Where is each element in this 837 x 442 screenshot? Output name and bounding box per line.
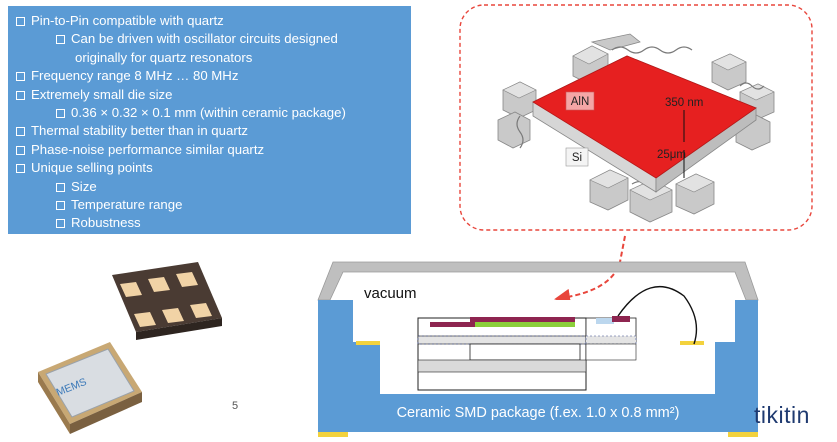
bullet-text: Pin-to-Pin compatible with quartz	[31, 13, 224, 28]
smd-chip-front: MEMS	[38, 342, 142, 434]
aln-thickness: 350 nm	[665, 97, 703, 109]
bullet-text: Extremely small die size	[31, 86, 173, 102]
bullet-text: Unique selling points	[31, 160, 153, 176]
bullet-line: Extremely small die size	[16, 86, 405, 104]
company-logo: tikitin	[754, 402, 810, 428]
bullet-line: Unique selling points	[16, 159, 405, 177]
si-thickness: 25μm	[657, 149, 686, 161]
bullet-line: Robustness	[16, 214, 405, 232]
checkbox-bullet-icon	[56, 182, 65, 192]
si-label: Si	[572, 152, 582, 164]
checkbox-bullet-icon	[56, 109, 65, 119]
bullet-text: Can be driven with oscillator circuits d…	[71, 31, 338, 47]
checkbox-bullet-icon	[16, 145, 25, 155]
aln-layer	[532, 55, 757, 179]
bullet-line: originally for quartz resonators	[16, 49, 405, 67]
vacuum-label: vacuum	[364, 285, 417, 302]
bullet-line: Thermal stability better than in quartz	[16, 122, 405, 140]
bullet-text: Robustness	[71, 215, 141, 231]
bullet-text: originally for quartz resonators	[75, 49, 253, 65]
checkbox-bullet-icon	[16, 17, 25, 26]
smd-chip-back	[112, 262, 222, 340]
checkbox-bullet-icon	[56, 201, 65, 211]
bullet-line: Can be driven with oscillator circuits d…	[16, 30, 405, 48]
checkbox-bullet-icon	[16, 164, 25, 174]
page-number: 5	[232, 400, 239, 412]
resonator-die: AlN Si 350 nm 25μm	[497, 33, 775, 223]
bullet-text: Frequency range 8 MHz … 80 MHz	[31, 68, 239, 84]
ceramic-package: vacuum Ceramic SMD package (f.ex. 1.0 x …	[317, 261, 759, 437]
bullet-line: Phase-noise performance similar quartz	[16, 141, 405, 159]
checkbox-bullet-icon	[16, 72, 25, 82]
package-caption: Ceramic SMD package (f.ex. 1.0 x 0.8 mm²…	[397, 405, 680, 421]
checkbox-bullet-icon	[16, 127, 25, 137]
bullet-text: Thermal stability better than in quartz	[31, 123, 248, 139]
checkbox-bullet-icon	[56, 35, 65, 45]
bullet-line: Pin-to-Pin compatible with quartz	[16, 12, 405, 30]
bullet-line: Frequency range 8 MHz … 80 MHz	[16, 67, 405, 85]
aln-label: AlN	[571, 96, 590, 108]
checkbox-bullet-icon	[16, 90, 25, 100]
bullet-text: Temperature range	[71, 197, 183, 213]
bullet-text: 0.36 × 0.32 × 0.1 mm (within ceramic pac…	[71, 105, 346, 121]
resonator-frame	[459, 4, 813, 231]
bullet-line: Temperature range	[16, 196, 405, 214]
bullet-line: 0.36 × 0.32 × 0.1 mm (within ceramic pac…	[16, 104, 405, 122]
bullet-line: Size	[16, 178, 405, 196]
bullet-text: Phase-noise performance similar quartz	[31, 141, 265, 157]
checkbox-bullet-icon	[56, 219, 65, 229]
bullet-text: Size	[71, 178, 97, 194]
